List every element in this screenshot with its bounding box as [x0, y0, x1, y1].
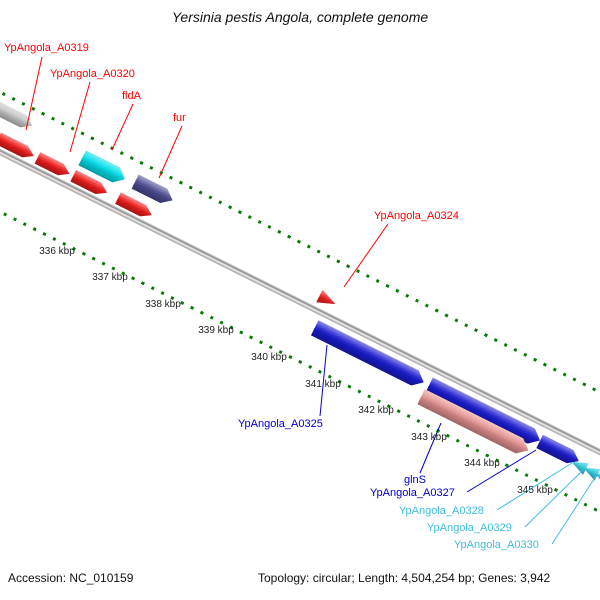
ruler-tick-label-341: 341 kbp: [305, 379, 341, 390]
ruler-tick-label-336: 336 kbp: [39, 246, 75, 257]
gene-label-fur[interactable]: fur: [173, 112, 186, 124]
leader-line: [319, 344, 328, 417]
gene-label-fldA[interactable]: fldA: [122, 90, 141, 102]
ruler-tick-label-338: 338 kbp: [145, 299, 181, 310]
gene-label-YpAngola_A0325[interactable]: YpAngola_A0325: [238, 418, 323, 430]
ruler-tick-label-340: 340 kbp: [251, 352, 287, 363]
ruler-tick-label-339: 339 kbp: [198, 325, 234, 336]
ruler-tick-label-344: 344 kbp: [464, 458, 500, 469]
leader-line: [69, 81, 91, 153]
leader-line: [551, 475, 597, 545]
leader-line: [524, 468, 585, 528]
gene-label-YpAngola_A0319[interactable]: YpAngola_A0319: [4, 42, 89, 54]
topology-stats-text: Topology: circular; Length: 4,504,254 bp…: [258, 571, 551, 585]
leader-line: [343, 223, 389, 288]
gene-label-YpAngola_A0320[interactable]: YpAngola_A0320: [50, 68, 135, 80]
leader-line: [25, 56, 43, 131]
leader-line: [466, 449, 537, 493]
gene-label-YpAngola_A0330[interactable]: YpAngola_A0330: [454, 539, 539, 551]
leader-line: [158, 125, 183, 179]
leader-line: [419, 422, 442, 474]
gene-label-YpAngola_A0324[interactable]: YpAngola_A0324: [374, 210, 459, 222]
leader-line: [496, 462, 573, 511]
gene-label-YpAngola_A0329[interactable]: YpAngola_A0329: [427, 522, 512, 534]
gene-label-YpAngola_A0328[interactable]: YpAngola_A0328: [399, 505, 484, 517]
leader-line: [111, 103, 134, 151]
gene-label-YpAngola_A0327[interactable]: YpAngola_A0327: [370, 487, 455, 499]
ruler-tick-label-342: 342 kbp: [358, 405, 394, 416]
ruler-tick-label-345: 345 kbp: [517, 485, 553, 496]
gene-label-glnS[interactable]: glnS: [404, 474, 427, 486]
ruler-tick-label-337: 337 kbp: [92, 272, 128, 283]
ruler-tick-label-343: 343 kbp: [411, 432, 447, 443]
accession-text: Accession: NC_010159: [8, 571, 134, 585]
page-title: Yersinia pestis Angola, complete genome: [171, 9, 429, 25]
